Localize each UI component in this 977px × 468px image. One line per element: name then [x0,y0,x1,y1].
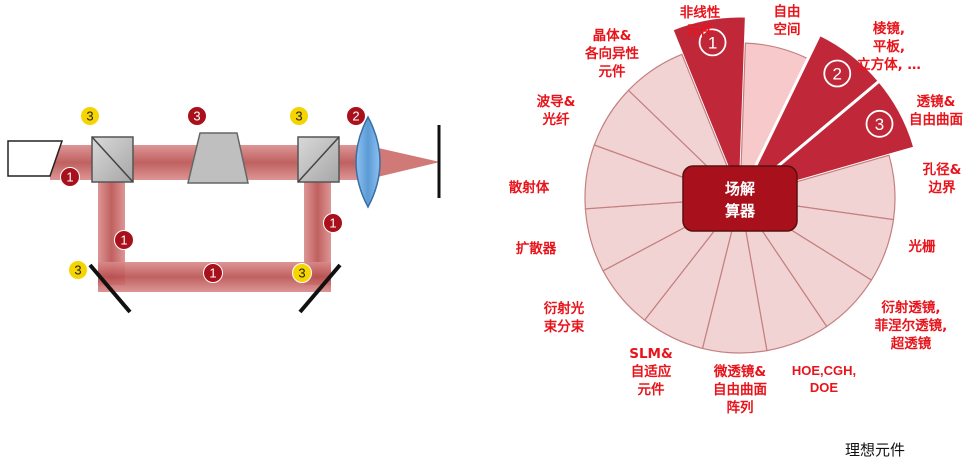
center-label-line-1: 场解 [725,180,755,198]
wheel-label-line: 平板, [873,38,905,55]
badge-8: 1 [203,263,223,283]
wheel-label-line: 棱镜, [873,20,905,37]
highlight-number-2: 2 [823,59,852,88]
wheel-label-line: 元件 [599,63,627,80]
badge-number: 3 [295,109,302,124]
wheel-segment-15 [627,53,741,199]
badge-3: 3 [289,106,309,126]
wheel-label-line: 光纤 [542,111,571,128]
wheel-label-line: 光栅 [908,238,937,255]
badge-number: 2 [352,109,359,124]
center-box [682,165,798,232]
badge-2: 3 [187,106,207,126]
badge-number: 1 [66,170,73,185]
badge-number: 3 [193,109,200,124]
badge-number: 3 [74,263,81,278]
wheel-label-line: 非线性 [680,4,721,21]
trapezoid-prism [187,132,249,184]
badge-number: 1 [329,216,336,231]
beam-focus [365,145,440,180]
wheel-label-line: 阵列 [727,399,754,416]
wheel-label-line: HOE,CGH, [792,363,856,378]
badge-9: 3 [68,260,88,280]
wheel-label-4: 孔径&边界 [923,161,962,196]
mirror-bottom-right [298,263,342,314]
wheel-label-line: 超透镜 [890,335,932,352]
badge-1: 3 [80,106,100,126]
mirror-bottom-left [88,263,132,314]
wheel-label-line: 立方体, … [857,56,921,73]
wheel-label-2: 棱镜,平板,立方体, … [857,20,921,73]
wheel-label-line: 衍射透镜, [881,299,940,316]
badge-7: 1 [323,213,343,233]
wheel-label-line: 微透镜& [713,363,766,380]
lens [355,115,381,209]
wheel-label-line: 自由 [774,3,801,20]
wheel-label-line: 空间 [774,21,801,38]
svg-text:3: 3 [875,115,884,134]
wheel-label-line: 元件 [687,22,715,39]
wheel-label-line: 透镜& [917,93,956,110]
highlight-number-1: 1 [698,28,727,57]
wheel-label-line: 孔径& [923,161,962,178]
wheel-label-12: 散射体 [509,179,550,196]
wheel-label-5: 光栅 [908,238,937,255]
wheel-segment-1 [669,14,748,199]
svg-text:2: 2 [833,64,842,83]
svg-text:1: 1 [708,33,717,52]
optical-setup: 3 3 3 2 1 1 1 1 3 3 [7,106,441,314]
wheel-label-line: 自由曲面 [713,381,767,398]
wheel-label-line: 元件 [638,381,666,398]
light-source [7,140,64,177]
badge-5: 1 [60,167,80,187]
wheel-label-line: 边界 [928,180,957,196]
wheel-label-line: 菲涅尔透镜, [875,317,948,334]
wheel-label-line: 散射体 [509,179,550,196]
component-wheel: 123 场解 算器 自由空间棱镜,平板,立方体, …透镜&自由曲面孔径&边界光栅… [509,3,964,416]
badge-number: 1 [120,233,127,248]
wheel-label-line: DOE [810,380,839,395]
wheel-label-line: 束分束 [544,318,585,335]
beam-splitter-left [91,136,134,183]
wheel-label-13: 波导&光纤 [537,93,576,128]
wheel-label-line: 各向异性 [584,45,639,62]
badge-number: 3 [298,266,305,281]
badge-10: 3 [292,263,312,283]
wheel-label-line: 自适应 [631,363,672,380]
center-label-line-2: 算器 [725,202,756,220]
wheel-label-line: SLM& [629,346,673,362]
wheel-label-line: 衍射光 [544,300,585,317]
badge-6: 1 [114,230,134,250]
badge-number: 3 [86,109,93,124]
wheel-label-7: HOE,CGH, DOE [792,363,856,395]
footer-caption: 理想元件 [845,441,905,459]
wheel-label-line: 波导& [537,93,576,110]
wheel-label-3: 透镜&自由曲面 [909,93,963,128]
wheel-label-6: 衍射透镜,菲涅尔透镜,超透镜 [875,299,948,352]
wheel-label-line: 扩散器 [516,240,557,257]
wheel-label-line: 晶体& [593,27,632,44]
highlight-number-3: 3 [865,109,894,138]
wheel-label-11: 扩散器 [516,240,557,257]
beam-splitter-right [297,136,340,183]
badge-number: 1 [209,266,216,281]
wheel-label-line: 自由曲面 [909,111,963,128]
badge-4: 2 [346,106,366,126]
